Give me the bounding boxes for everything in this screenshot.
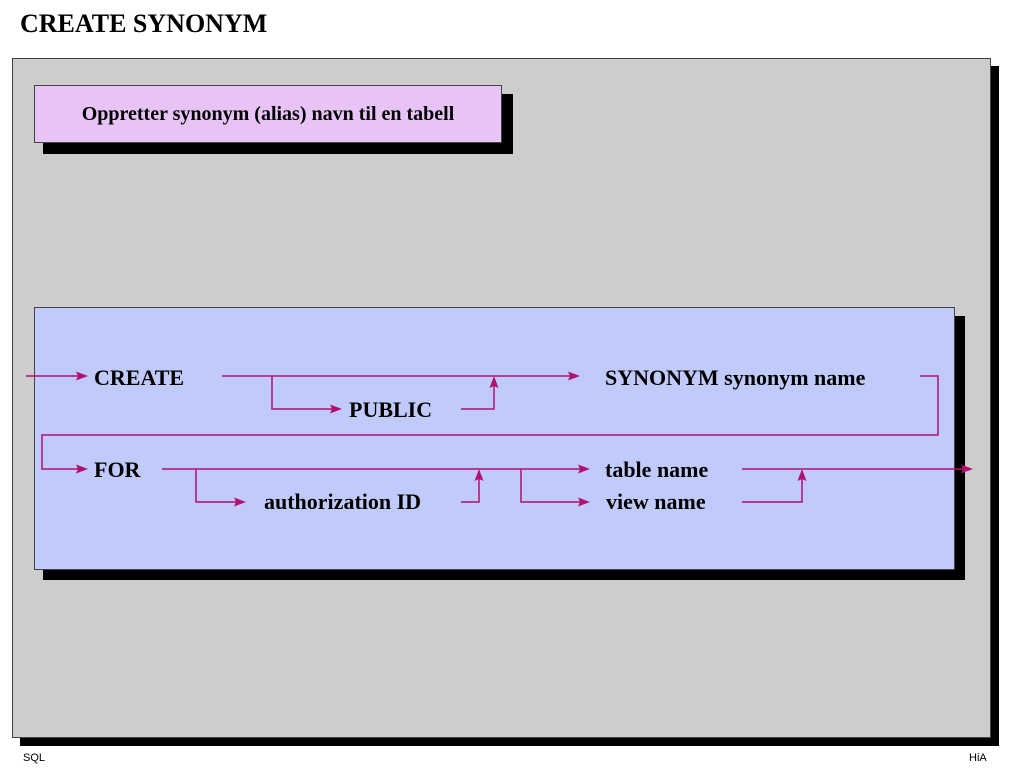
synonym-name-keyword: SYNONYM synonym name bbox=[605, 365, 866, 390]
authorization-branch-out bbox=[461, 479, 480, 503]
authorization-return-arrowhead bbox=[474, 469, 484, 481]
authorization-branch-in bbox=[195, 469, 238, 503]
synonym-arrowhead bbox=[568, 371, 580, 381]
view-return-arrowhead bbox=[797, 469, 807, 481]
callout-text: Oppretter synonym (alias) navn til en ta… bbox=[81, 102, 455, 125]
authorization-arrowhead bbox=[234, 497, 246, 507]
exit-arrowhead bbox=[961, 464, 973, 474]
for-arrowhead bbox=[76, 464, 88, 474]
callout-box: Oppretter synonym (alias) navn til en ta… bbox=[34, 85, 502, 143]
public-keyword: PUBLIC bbox=[349, 397, 433, 422]
public-branch-in bbox=[271, 376, 334, 410]
footer-left: SQL bbox=[23, 752, 46, 764]
table-name-arrowhead bbox=[578, 464, 590, 474]
public-return-arrowhead bbox=[489, 376, 499, 388]
create-keyword: CREATE bbox=[94, 365, 185, 390]
view-branch-out bbox=[742, 479, 803, 503]
public-branch-out bbox=[461, 386, 495, 410]
table-name-label: table name bbox=[605, 457, 709, 482]
entry-arrowhead bbox=[76, 371, 88, 381]
view-name-label: view name bbox=[606, 489, 706, 514]
authorization-id-label: authorization ID bbox=[264, 489, 422, 514]
syntax-diagram-box bbox=[34, 307, 955, 570]
page-title: CREATE SYNONYM bbox=[20, 9, 268, 38]
view-name-arrowhead bbox=[578, 497, 590, 507]
line-wrap-path bbox=[41, 375, 939, 470]
view-branch-in bbox=[520, 469, 580, 503]
public-arrowhead bbox=[330, 404, 342, 414]
for-keyword: FOR bbox=[94, 457, 141, 482]
footer-right: HiA bbox=[969, 752, 987, 764]
